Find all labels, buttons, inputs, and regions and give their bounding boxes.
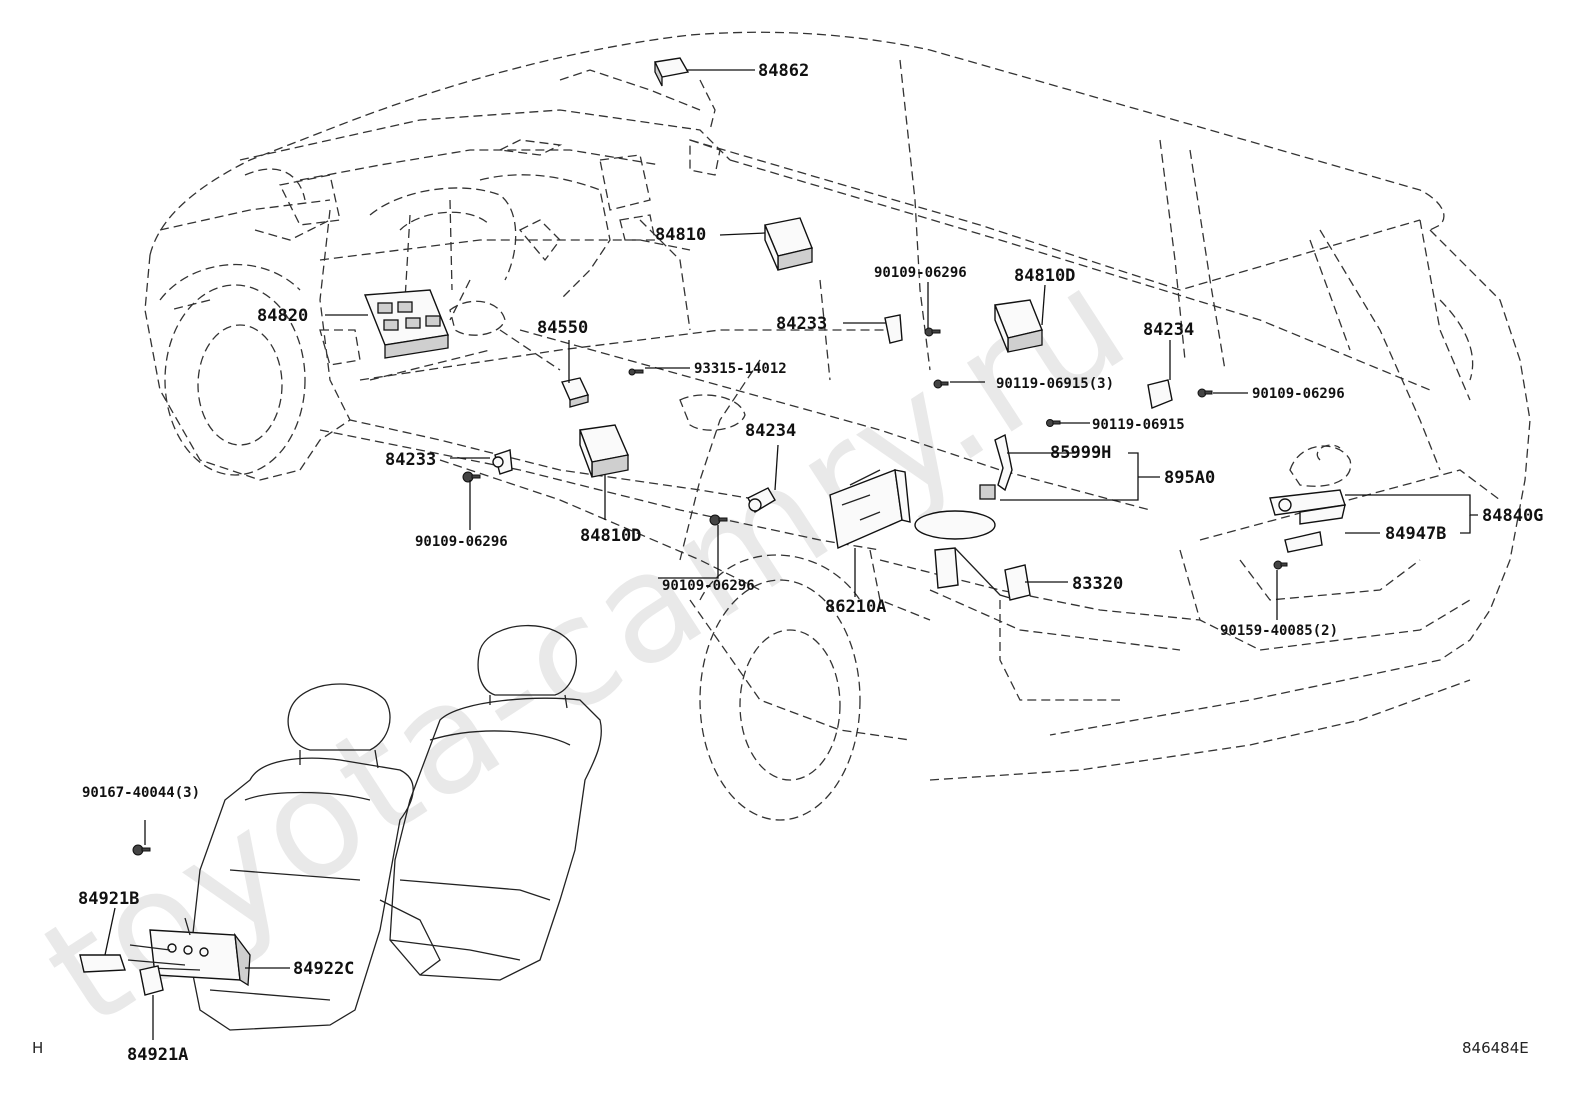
label-84810: 84810 [655, 225, 706, 245]
label-84233-front: 84233 [385, 450, 436, 470]
label-90159-40085-2: 90159-40085(2) [1220, 623, 1338, 639]
part-labels: 84862 84810 90109-06296 84810D 84820 845… [78, 61, 1543, 1065]
bolt-icons [132, 327, 1288, 856]
part-84233-front-sketch [492, 449, 513, 475]
label-85999H: 85999H [1050, 443, 1111, 463]
label-90119-06915-3: 90119-06915(3) [996, 376, 1114, 392]
label-90167-40044-3: 90167-40044(3) [82, 785, 200, 801]
label-84810D-rear: 84810D [1014, 266, 1075, 286]
label-90119-06915: 90119-06915 [1092, 417, 1185, 433]
part-84234-left-sketch [747, 487, 776, 513]
part-84820-sketch [363, 289, 449, 359]
label-93315-14012: 93315-14012 [694, 361, 787, 377]
label-90109-06296-left: 90109-06296 [415, 534, 508, 550]
part-84234-right-sketch [1147, 379, 1173, 409]
part-84840G-sketch [1269, 489, 1346, 525]
label-84820: 84820 [257, 306, 308, 326]
part-84233-mid-sketch [884, 314, 903, 344]
part-84810D-front-sketch [579, 424, 629, 478]
label-86210A: 86210A [825, 597, 886, 617]
label-895A0: 895A0 [1164, 468, 1215, 488]
part-86210A-sketch [829, 469, 911, 550]
label-84921A: 84921A [127, 1045, 188, 1065]
label-84233-mid: 84233 [776, 314, 827, 334]
part-84921B-sketch [79, 954, 126, 973]
part-84921A-sketch [139, 965, 164, 996]
rear-wheel [699, 554, 861, 821]
label-84862: 84862 [758, 61, 809, 81]
part-84810D-rear-sketch [994, 299, 1043, 353]
leader-lines [104, 69, 1478, 1040]
label-84947B: 84947B [1385, 524, 1446, 544]
part-84550-sketch [561, 377, 589, 408]
label-84234-left: 84234 [745, 421, 796, 441]
part-85999H-sketch [979, 433, 1013, 500]
vehicle-outline [144, 31, 1531, 781]
part-84862-sketch [653, 57, 690, 87]
part-83320-sketch [914, 510, 1031, 601]
front-wheel [159, 263, 306, 476]
part-84947B-sketch [1284, 531, 1323, 553]
dashboard-outline [169, 69, 746, 431]
label-84921B: 84921B [78, 889, 139, 909]
label-90109-06296-top: 90109-06296 [874, 265, 967, 281]
drawing-number: 846484E [1462, 1039, 1529, 1057]
label-84810D-front: 84810D [580, 526, 641, 546]
label-84234-right: 84234 [1143, 320, 1194, 340]
label-90109-06296-bottom: 90109-06296 [662, 578, 755, 594]
label-84550: 84550 [537, 318, 588, 338]
part-84810-sketch [764, 217, 813, 271]
label-83320: 83320 [1072, 574, 1123, 594]
label-84922C: 84922C [293, 959, 354, 979]
seats-illustration [189, 624, 602, 1031]
label-90109-06296-right: 90109-06296 [1252, 386, 1345, 402]
footer-left-mark: H [32, 1039, 43, 1057]
part-84922C-sketch [127, 917, 251, 987]
label-84840G: 84840G [1482, 506, 1543, 526]
